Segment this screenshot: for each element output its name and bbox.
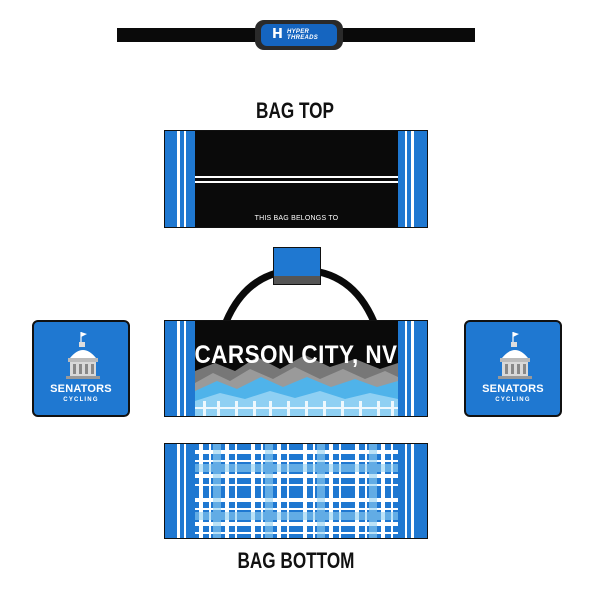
name-caption: THIS BAG BELONGS TO: [254, 215, 339, 222]
left-stripe: [177, 131, 180, 227]
left-stripe: [184, 444, 186, 538]
left-side-band: [165, 321, 195, 416]
left-stripe: [177, 321, 180, 416]
team-name: SENATORS: [50, 383, 112, 395]
team-name: SENATORS: [482, 383, 544, 395]
right-stripe: [411, 444, 414, 538]
left-stripe: [184, 321, 186, 416]
bag-top-panel: THIS BAG BELONGS TO: [164, 130, 428, 228]
bag-top-heading: BAG TOP: [256, 98, 334, 123]
capitol-dome-icon: [66, 332, 100, 379]
brand-name-line1: HYPER: [287, 29, 310, 35]
brand-logo: H HYPER THREADS: [261, 24, 337, 46]
left-stripe: [184, 131, 186, 227]
bag-bottom-panel: [164, 443, 428, 539]
mountain-scene: [195, 355, 398, 416]
right-stripe: [405, 321, 407, 416]
handle-wrap: [273, 247, 321, 285]
team-subtitle: CYCLING: [495, 397, 531, 403]
left-stripe: [177, 444, 180, 538]
right-stripe: [405, 444, 407, 538]
bag-bottom-heading: BAG BOTTOM: [237, 548, 355, 573]
bag-front-panel: CARSON CITY, NV: [164, 320, 428, 417]
brand-logo-text: HYPER THREADS: [287, 29, 318, 41]
plaid-pattern: [195, 401, 398, 416]
team-subtitle: CYCLING: [63, 397, 99, 403]
right-stripe: [405, 131, 407, 227]
side-card-left: SENATORS CYCLING: [32, 320, 130, 417]
brand-logo-mark: H: [272, 27, 283, 42]
brand-name-line2: THREADS: [287, 35, 319, 41]
zipper-line: [195, 181, 398, 183]
city-title: CARSON CITY, NV: [194, 341, 398, 369]
right-stripe: [411, 321, 414, 416]
capitol-dome-icon: [498, 332, 532, 379]
handle-wrap-band: [274, 276, 320, 284]
strap-brand-tag: H HYPER THREADS: [255, 20, 343, 50]
left-side-band: [165, 131, 195, 227]
plaid-pattern: [195, 444, 398, 538]
side-card-right: SENATORS CYCLING: [464, 320, 562, 417]
right-stripe: [411, 131, 414, 227]
zipper-line: [195, 176, 398, 178]
